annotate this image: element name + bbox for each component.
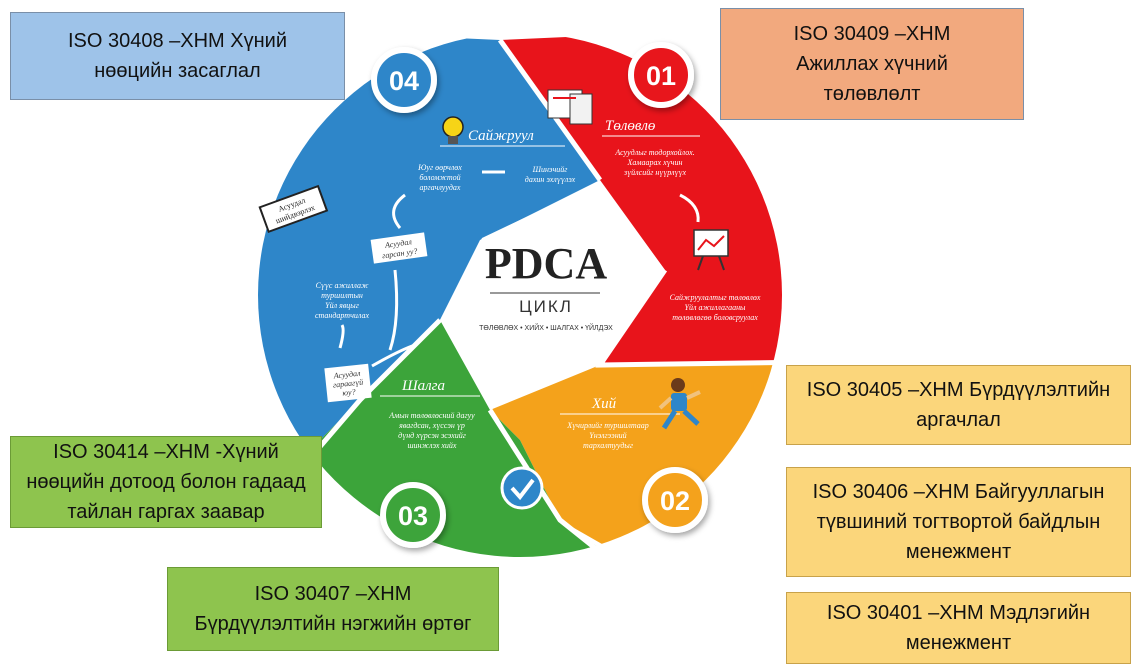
do-text-1: Хүчирлийг туршилтаар (566, 421, 648, 430)
plan-text2-3: төлөвлөгөө боловсруулах (672, 313, 758, 322)
box-iso-30406-text: ISO 30406 –ХНМ Байгууллагын түвшиний тог… (812, 481, 1105, 563)
plan-text-2: Хамаарах хүчин (627, 158, 683, 167)
box-iso-30407: ISO 30407 –ХНМ Бүрдүүлэлтийн нэгжийн өрт… (167, 567, 499, 651)
chart-board-icon (693, 229, 729, 271)
runner-icon (658, 378, 701, 430)
pdca-title: PDCA (485, 239, 607, 288)
plan-text-3: зүйлсийг нүүрлүүх (623, 168, 687, 177)
box-iso-30406: ISO 30406 –ХНМ Байгууллагын түвшиний тог… (786, 467, 1131, 577)
badge-01 (628, 42, 694, 108)
check-text-3: дүнд хүрсэн эсэхийг (398, 431, 466, 440)
box-iso-30408: ISO 30408 –ХНМ Хүний нөөцийн засаглал (10, 12, 345, 100)
box-iso-30405-text: ISO 30405 –ХНМ Бүрдүүлэлтийн аргачлал (806, 379, 1111, 431)
arrow-curve-2-icon (388, 269, 399, 351)
note-2-line-1: Асуудал (332, 369, 361, 381)
note-problem-box (370, 232, 428, 264)
badge-04-number: 04 (389, 66, 419, 96)
plan-text2-2: Үйл ажиллагааны (685, 303, 747, 312)
check-text-1: Амын төлөвлөсний дагуу (388, 411, 475, 420)
lightbulb-icon (442, 116, 464, 144)
pdca-tagline: ТӨЛӨВЛӨХ • ХИЙХ • ШАЛГАХ • ҮЙЛДЭХ (479, 323, 613, 332)
arrow-curve-4-icon (371, 343, 416, 368)
box-iso-30405: ISO 30405 –ХНМ Бүрдүүлэлтийн аргачлал (786, 365, 1131, 445)
do-text-2: Үнэлгээний (589, 431, 626, 440)
do-text-3: тархалтуудыг (583, 441, 633, 450)
note-3-line-3: Үйл явцыг (325, 301, 359, 310)
pdca-subtitle: ЦИКЛ (519, 297, 573, 316)
note-3-line-4: стандартчилах (315, 311, 370, 320)
note-2-line-3: юу? (342, 387, 356, 397)
box-iso-30409-text: ISO 30409 –ХНМ Ажиллах хүчний төлөвлөлт (793, 23, 951, 105)
note-1-line-1: Асуудал (383, 237, 412, 250)
note-3-line-2: туршилтын (321, 291, 363, 300)
plan-text2-1: Сайжруулалтыг төлөвлөх (670, 293, 761, 302)
improve-text-3: аргачлуудах (420, 183, 461, 192)
badge-02-number: 02 (660, 486, 690, 516)
stage-label-do: Хий (591, 396, 617, 412)
box-iso-30414: ISO 30414 –ХНМ -Хүний нөөцийн дотоод бол… (10, 436, 322, 528)
badge-03 (380, 482, 446, 548)
improve-text2-2: дахин эхлүүлэх (525, 175, 576, 184)
improve-text-2: боломжтой (419, 173, 460, 182)
stage-label-plan: Төлөвлө (605, 118, 656, 134)
documents-icon (547, 89, 593, 125)
badge-03-number: 03 (398, 501, 428, 531)
box-iso-30414-text: ISO 30414 –ХНМ -Хүний нөөцийн дотоод бол… (26, 441, 306, 523)
check-circle-icon (500, 466, 544, 510)
badge-02 (642, 467, 708, 533)
note-3-line-1: Сүүс ажиллаж (316, 281, 369, 290)
check-text-2: явагдсан, хүссэн үр (398, 421, 465, 430)
badge-01-number: 01 (646, 61, 676, 91)
check-text-4: шинжлэх хийх (408, 441, 457, 450)
arrow-curve-1-icon (392, 193, 406, 229)
plan-text-1: Асуудлыг тодорхойлох. (614, 148, 694, 157)
note-noproblem-box (324, 363, 372, 403)
stage-label-check: Шалга (401, 378, 445, 394)
box-iso-30407-text: ISO 30407 –ХНМ Бүрдүүлэлтийн нэгжийн өрт… (194, 583, 472, 635)
note-2-line-2: гараагүй (333, 377, 364, 389)
improve-text2-1: Шинэчийг (532, 165, 568, 174)
badge-04 (371, 47, 437, 113)
box-iso-30409: ISO 30409 –ХНМ Ажиллах хүчний төлөвлөлт (720, 8, 1024, 120)
arrow-curve-3-icon (338, 324, 345, 349)
arrow-plan-icon (679, 193, 700, 223)
box-iso-30408-text: ISO 30408 –ХНМ Хүний нөөцийн засаглал (67, 30, 288, 82)
box-iso-30401-text: ISO 30401 –ХНМ Мэдлэгийн менежмент (826, 602, 1091, 654)
box-iso-30401: ISO 30401 –ХНМ Мэдлэгийн менежмент (786, 592, 1131, 664)
improve-text-1: Юуг өөрчлөх (417, 163, 462, 172)
stage-label-improve: Сайжруул (468, 128, 534, 144)
center-hexagon (440, 182, 665, 365)
